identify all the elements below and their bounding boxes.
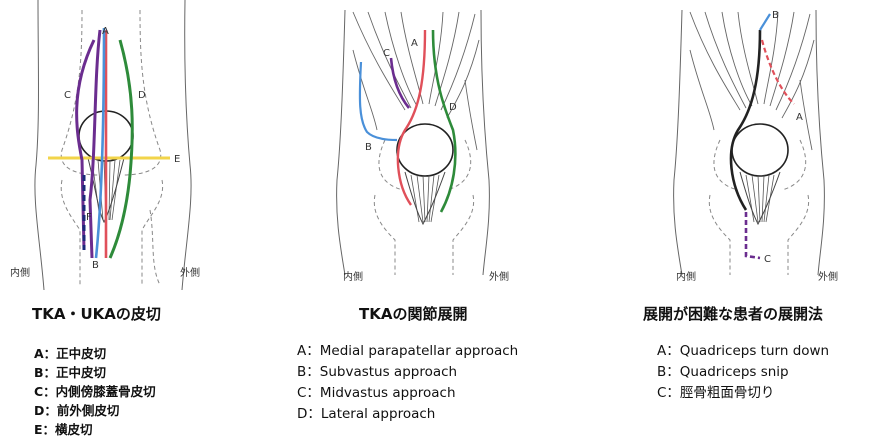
quadriceps-fibers bbox=[689, 11, 815, 119]
legend-item-d: D：Lateral approach bbox=[297, 406, 436, 422]
medial-label: 内側 bbox=[343, 270, 363, 283]
approach-b-subvastus bbox=[358, 61, 398, 142]
leg-outline-lateral bbox=[815, 9, 825, 276]
lateral-label: 外側 bbox=[489, 270, 509, 283]
legend-item-a: A：正中皮切 bbox=[34, 346, 107, 361]
femur-lateral-dashed bbox=[781, 139, 807, 191]
patellar-tendon-outline bbox=[739, 171, 781, 226]
panel-tka-approach: A C D B 内側 外側 TKAの関節展開 A：Medial parapate… bbox=[293, 0, 586, 447]
medial-parapatellar-incision bbox=[729, 29, 762, 211]
femur-medial-dashed bbox=[713, 139, 739, 191]
panel-title: TKA・UKAの皮切 bbox=[32, 305, 161, 323]
marker-a: A bbox=[411, 38, 418, 49]
marker-c: C bbox=[764, 254, 771, 265]
legend-item-b: B：Quadriceps snip bbox=[657, 364, 789, 380]
legend: A：正中皮切 B：正中皮切 C：内側傍膝蓋骨皮切 D：前外側皮切 E：横皮切 bbox=[34, 344, 156, 439]
knee-diagram-tka-approach: A C D B 内側 外側 bbox=[336, 9, 509, 283]
patellar-tendon-outline bbox=[87, 157, 125, 224]
approach-a-quadriceps-turn-down bbox=[760, 39, 795, 105]
tibia-medial-dashed bbox=[373, 194, 396, 275]
leg-outline-medial bbox=[34, 0, 45, 290]
panel-skin-incisions: A C D E F B 内側 外側 TKA・UKAの皮切 A：正中皮切 B：正中… bbox=[0, 0, 293, 447]
legend-item-c: C：内側傍膝蓋骨皮切 bbox=[34, 384, 156, 399]
marker-b: B bbox=[92, 260, 99, 271]
marker-a: A bbox=[102, 26, 109, 37]
marker-b: B bbox=[365, 142, 372, 153]
marker-b: B bbox=[772, 10, 779, 21]
vastus-outline bbox=[352, 49, 478, 151]
vastus-outline bbox=[689, 49, 813, 151]
medial-label: 内側 bbox=[676, 270, 696, 283]
marker-f: F bbox=[86, 212, 92, 223]
fibula-dashed bbox=[149, 209, 161, 286]
incision-d-green bbox=[108, 39, 134, 259]
legend-item-d: D：前外側皮切 bbox=[34, 403, 120, 418]
legend-item-c: C：脛骨粗面骨切り bbox=[657, 385, 775, 401]
approach-d-lateral bbox=[431, 29, 457, 213]
approach-c-midvastus bbox=[389, 57, 411, 109]
patella bbox=[731, 123, 789, 177]
quadriceps-fibers bbox=[352, 11, 480, 119]
tibia-lateral-dashed bbox=[452, 194, 475, 275]
legend: A：Medial parapatellar approach B：Subvast… bbox=[297, 341, 518, 425]
approach-c-tibial-tubercle-osteotomy bbox=[744, 212, 761, 260]
incision-a-blue bbox=[94, 27, 106, 259]
patella bbox=[396, 123, 454, 177]
femur-lateral-dashed bbox=[121, 9, 162, 176]
marker-c: C bbox=[64, 90, 71, 101]
approach-b-quadriceps-snip bbox=[759, 13, 771, 31]
patellar-tendon-outline bbox=[404, 171, 446, 226]
panel-title: 展開が困難な患者の展開法 bbox=[643, 305, 824, 323]
panel-difficult-exposure: B A C 内側 外側 展開が困難な患者の展開法 A：Quadriceps tu… bbox=[586, 0, 879, 447]
legend-item-b: B：Subvastus approach bbox=[297, 364, 458, 380]
lateral-label: 外側 bbox=[180, 266, 200, 279]
legend-item-c: C：Midvastus approach bbox=[297, 385, 456, 401]
knee-diagram-difficult-exposure: B A C 内側 外側 bbox=[673, 9, 838, 283]
incision-c-line bbox=[88, 29, 102, 259]
incision-c-medial bbox=[75, 39, 96, 251]
medial-label: 内側 bbox=[10, 266, 30, 279]
tibia-medial-dashed bbox=[60, 179, 81, 285]
femur-medial-dashed bbox=[378, 139, 404, 191]
marker-d: D bbox=[449, 102, 457, 113]
legend-item-a: A：Quadriceps turn down bbox=[657, 343, 830, 359]
tibia-lateral-dashed bbox=[141, 179, 164, 285]
legend-item-e: E：横皮切 bbox=[34, 422, 93, 437]
tibia-medial-dashed bbox=[708, 194, 731, 275]
marker-e: E bbox=[174, 154, 180, 165]
leg-outline-medial bbox=[673, 9, 683, 276]
leg-outline-lateral bbox=[181, 0, 192, 290]
knee-diagram-skin-incisions: A C D E F B 内側 外側 bbox=[10, 0, 200, 290]
legend-item-a: A：Medial parapatellar approach bbox=[297, 343, 519, 359]
panel-title: TKAの関節展開 bbox=[359, 305, 468, 323]
marker-a: A bbox=[796, 112, 803, 123]
femur-medial-dashed bbox=[60, 9, 101, 176]
marker-d: D bbox=[138, 90, 146, 101]
marker-c: C bbox=[383, 48, 390, 59]
lateral-label: 外側 bbox=[818, 270, 838, 283]
legend: A：Quadriceps turn down B：Quadriceps snip… bbox=[657, 341, 829, 404]
leg-outline-medial bbox=[336, 9, 346, 276]
legend-item-b: B：正中皮切 bbox=[34, 365, 107, 380]
tibia-lateral-dashed bbox=[787, 194, 810, 275]
approach-a-medial-parapatellar bbox=[396, 29, 427, 206]
leg-outline-lateral bbox=[480, 9, 490, 276]
